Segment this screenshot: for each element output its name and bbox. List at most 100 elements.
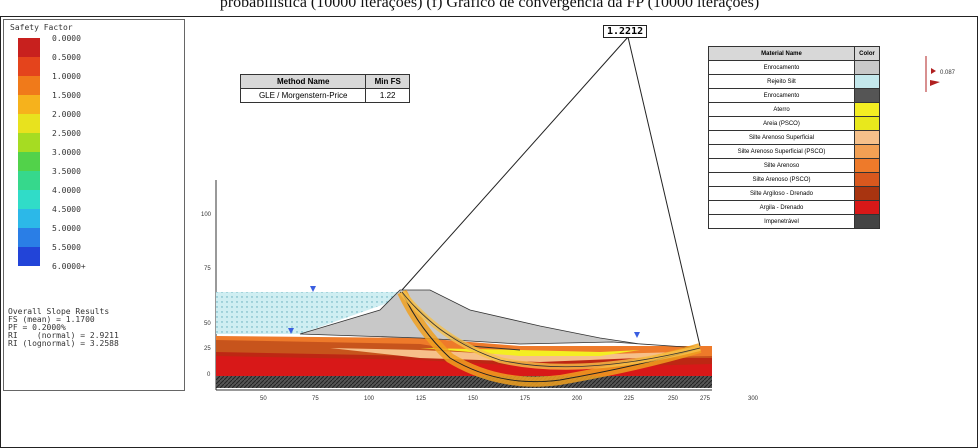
legend-value: 4.0000: [52, 186, 81, 195]
legend-title: Safety Factor: [10, 23, 73, 32]
legend-value: 5.5000: [52, 243, 81, 252]
material-row: Areia (PSCO): [708, 116, 880, 131]
legend-swatch: [18, 228, 40, 247]
legend-swatch: [18, 114, 40, 133]
arrow-head-icon: [930, 80, 940, 86]
legend-swatch: [18, 57, 40, 76]
material-color-swatch: [854, 158, 880, 173]
x-tick-label: 100: [364, 396, 375, 402]
slip-surface-secondary: [401, 291, 701, 368]
material-name: Enrocamento: [708, 88, 855, 103]
material-name: Aterro: [708, 102, 855, 117]
legend-value: 2.0000: [52, 110, 81, 119]
material-row: Argila - Drenado: [708, 200, 880, 215]
legend-value: 6.0000+: [52, 262, 86, 271]
x-tick-label: 275: [700, 396, 711, 402]
reservoir-tailings: [216, 292, 400, 334]
legend-swatch: [18, 152, 40, 171]
x-tick-label: 225: [624, 396, 635, 402]
water-table-marker-icon: [288, 328, 294, 334]
y-tick-label: 75: [204, 266, 211, 272]
material-row: Rejeito Silt: [708, 74, 880, 89]
figure-caption: probabilística (10000 iterações) (f) Grá…: [219, 0, 760, 11]
arrow-label: 0.087: [940, 70, 956, 76]
material-row: Aterro: [708, 102, 880, 117]
slope-results: Overall Slope Results FS (mean) = 1.1700…: [8, 307, 119, 348]
critical-fs-label: 1.2212: [603, 25, 648, 38]
slip-center-ray-right: [627, 36, 701, 347]
x-tick-label: 250: [668, 396, 679, 402]
material-color-header: Color: [854, 46, 880, 61]
legend-value: 3.5000: [52, 167, 81, 176]
material-color-swatch: [854, 186, 880, 201]
method-name-header: Method Name: [239, 74, 367, 89]
legend-swatch: [18, 247, 40, 266]
material-name: Silte Arenoso Superficial (PSCO): [708, 144, 855, 159]
material-row: Silte Arenoso Superficial: [708, 130, 880, 145]
y-tick-label: 100: [201, 212, 212, 218]
water-table-marker-icon: [310, 286, 316, 292]
material-name: Rejeito Silt: [708, 74, 855, 89]
material-color-swatch: [854, 102, 880, 117]
x-tick-label: 175: [520, 396, 531, 402]
x-tick-label: 75: [312, 396, 319, 402]
method-name-cell: GLE / Morgenstern-Price: [239, 88, 367, 103]
material-name: Silte Arenoso Superficial: [708, 130, 855, 145]
legend-value: 5.0000: [52, 224, 81, 233]
x-tick-label: 200: [572, 396, 583, 402]
material-row: Silte Arenoso Superficial (PSCO): [708, 144, 880, 159]
material-name: Silte Argiloso - Drenado: [708, 186, 855, 201]
material-row: Enrocamento: [708, 60, 880, 75]
y-tick-label: 25: [204, 346, 211, 352]
safety-factor-legend: Safety Factor 0.0000 0.5000 1.0000 1.5000 2.…: [3, 19, 185, 391]
legend-swatch: [18, 133, 40, 152]
material-name: Argila - Drenado: [708, 200, 855, 215]
water-table-marker-icon: [634, 332, 640, 338]
min-fs-cell: 1.22: [365, 88, 410, 103]
material-name: Impenetrável: [708, 214, 855, 229]
legend-value: 1.5000: [52, 91, 81, 100]
x-tick-label: 150: [468, 396, 479, 402]
critical-slip-surface: [401, 291, 701, 383]
material-row: Silte Arenoso: [708, 158, 880, 173]
material-row: Silte Arenoso (PSCO): [708, 172, 880, 187]
material-color-swatch: [854, 200, 880, 215]
legend-value: 1.0000: [52, 72, 81, 81]
material-name: Areia (PSCO): [708, 116, 855, 131]
legend-swatch: [18, 38, 40, 57]
x-tick-label: 50: [260, 396, 267, 402]
material-color-swatch: [854, 130, 880, 145]
min-fs-header: Min FS: [365, 74, 410, 89]
legend-value: 3.0000: [52, 148, 81, 157]
slip-center-ray-left: [401, 36, 629, 291]
material-color-swatch: [854, 144, 880, 159]
legend-value: 0.5000: [52, 53, 81, 62]
material-name: Silte Arenoso (PSCO): [708, 172, 855, 187]
legend-value: 0.0000: [52, 34, 81, 43]
arrow-head-icon: [931, 68, 936, 74]
legend-value: 4.5000: [52, 205, 81, 214]
material-name: Silte Arenoso: [708, 158, 855, 173]
y-tick-labels: 100 75 50 25 0: [201, 212, 212, 378]
material-color-swatch: [854, 60, 880, 75]
impenetrable-layer: [216, 376, 712, 388]
y-tick-label: 50: [204, 321, 211, 327]
x-tick-label: 125: [416, 396, 427, 402]
material-name: Enrocamento: [708, 60, 855, 75]
legend-swatch: [18, 190, 40, 209]
material-color-swatch: [854, 172, 880, 187]
legend-swatch: [18, 95, 40, 114]
material-row: Enrocamento: [708, 88, 880, 103]
legend-swatch: [18, 209, 40, 228]
material-name-header: Material Name: [708, 46, 855, 61]
legend-swatch: [18, 76, 40, 95]
method-table: Method Name Min FS GLE / Morgenstern-Pri…: [239, 74, 410, 103]
material-row: Silte Argiloso - Drenado: [708, 186, 880, 201]
legend-swatch: [18, 171, 40, 190]
y-tick-label: 0: [207, 372, 211, 378]
material-color-swatch: [854, 88, 880, 103]
material-row: Impenetrável: [708, 214, 880, 229]
x-tick-label: 300: [748, 396, 759, 402]
